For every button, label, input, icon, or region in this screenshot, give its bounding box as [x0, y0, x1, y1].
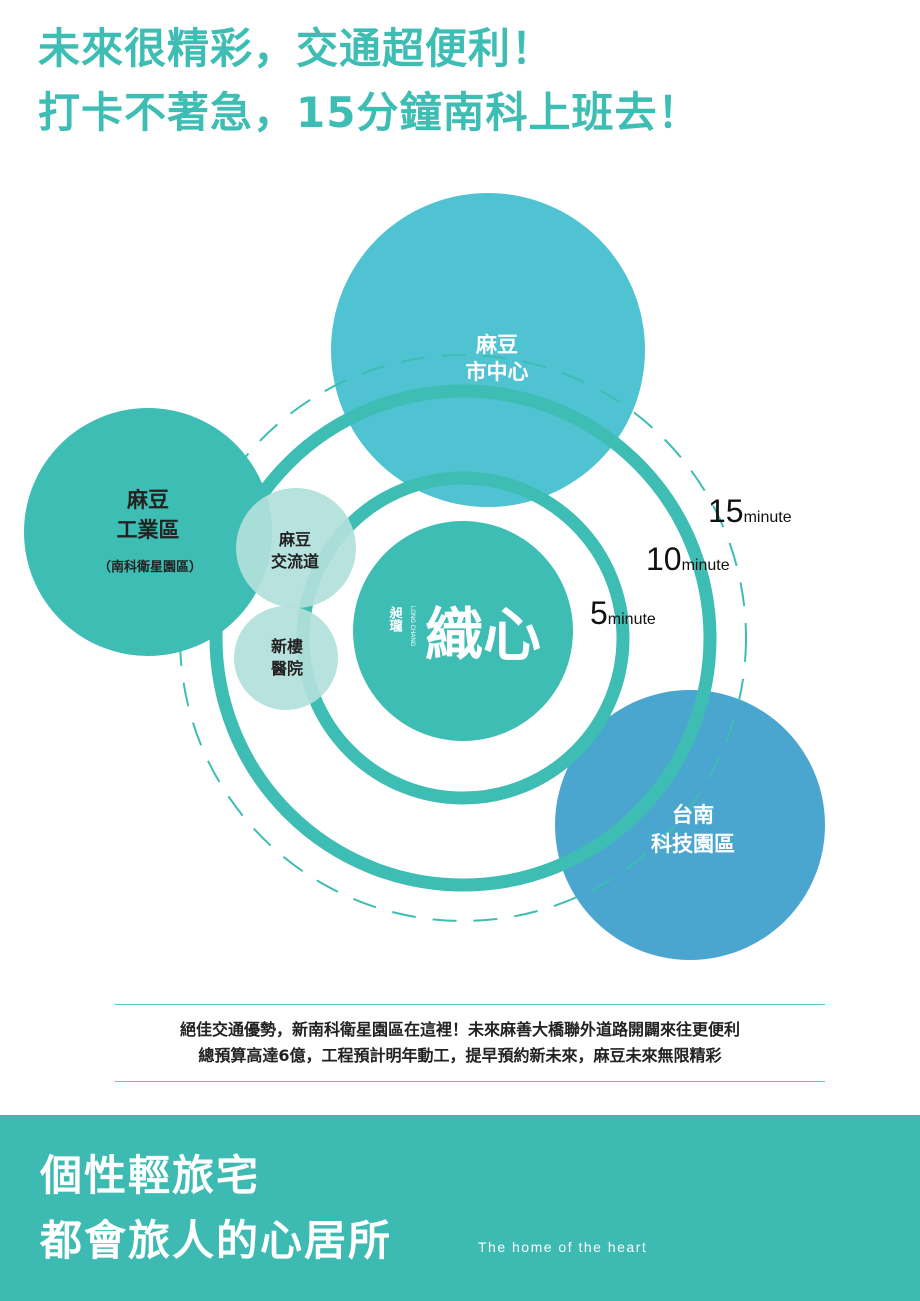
madou-center-circle	[331, 193, 645, 507]
madou-interchange-label-1: 麻豆	[278, 530, 311, 549]
divider-bottom	[115, 1081, 825, 1082]
divider-top	[115, 1004, 825, 1005]
madou-center-label-1: 麻豆	[475, 333, 518, 357]
madou-interchange-label-2: 交流道	[271, 552, 319, 571]
madou-center-label-2: 市中心	[466, 360, 529, 384]
footer-tagline: The home of the heart	[478, 1239, 648, 1255]
headline-line-2: 打卡不著急，15分鐘南科上班去！	[38, 88, 701, 137]
ring-15-label: 15minute	[708, 493, 792, 529]
center-name: 織心	[425, 601, 541, 669]
footer-slogan-line-1: 個性輕旅宅	[40, 1151, 261, 1200]
ring-10-minute	[209, 384, 717, 892]
center-circle	[353, 521, 573, 741]
ring-15-minute	[179, 354, 747, 922]
footer-slogan-line-2: 都會旅人的心居所	[40, 1216, 393, 1265]
description-line-2: 總預算高達6億，工程預計明年動工，提早預約新未來，麻豆未來無限精彩	[198, 1046, 722, 1065]
tainan-science-park-circle	[555, 690, 825, 960]
madou-industrial-label-1: 麻豆	[126, 488, 169, 512]
tainan-science-park-label-1: 台南	[672, 803, 714, 827]
ring-10-label: 10minute	[646, 541, 730, 577]
footer-banner: 個性輕旅宅 都會旅人的心居所 The home of the heart	[0, 1115, 920, 1301]
madou-industrial-label-2: 工業區	[117, 518, 180, 542]
center-brand-latin: LONG CHANG	[409, 606, 415, 647]
commute-diagram: 昶瓏 LONG CHANG 織心 麻豆 市中心 麻豆 工業區 （南科衛星園區） …	[24, 193, 825, 960]
center-brand-vertical: 昶瓏	[387, 605, 404, 633]
headline-line-1: 未來很精彩，交通超便利！	[38, 24, 555, 73]
madou-interchange-circle	[236, 488, 356, 608]
xinlou-hospital-circle	[234, 606, 338, 710]
tainan-science-park-label-2: 科技園區	[651, 832, 735, 856]
xinlou-hospital-label-2: 醫院	[271, 659, 303, 678]
xinlou-hospital-label-1: 新樓	[271, 637, 303, 656]
madou-industrial-circle	[24, 408, 272, 656]
description-line-1: 絕佳交通優勢，新南科衛星園區在這裡！未來麻善大橋聯外道路開闢來往更便利	[179, 1020, 740, 1039]
ring-5-label: 5minute	[590, 595, 656, 631]
madou-industrial-note: （南科衛星園區）	[98, 559, 202, 575]
